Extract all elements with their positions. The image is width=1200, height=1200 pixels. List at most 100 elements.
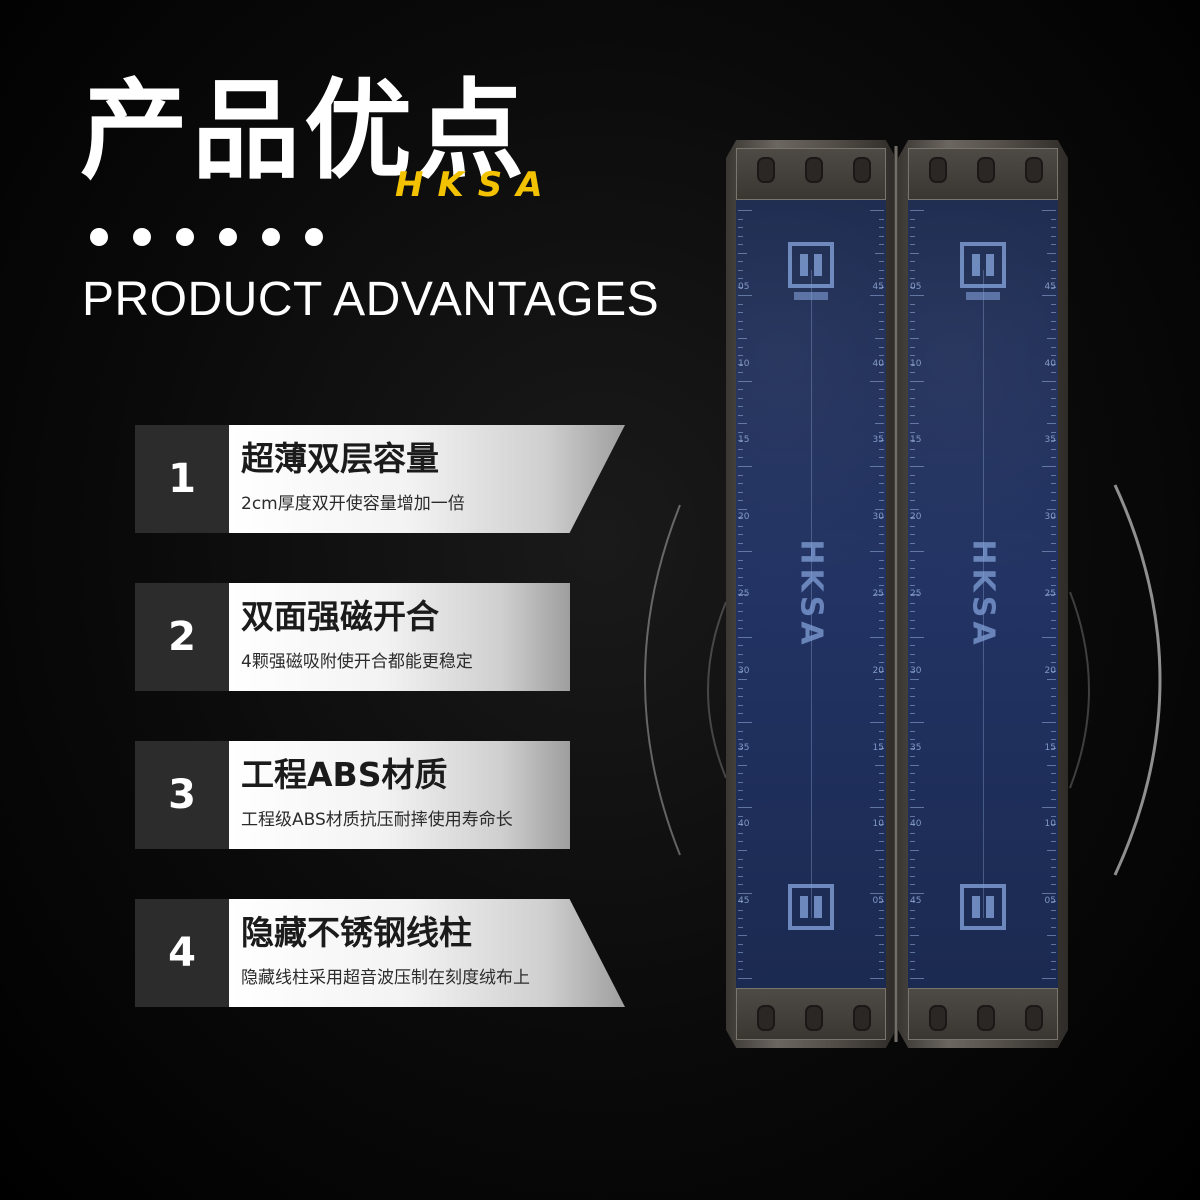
ruler-tick [1051,491,1056,493]
ruler-tick [738,269,743,271]
ruler-tick [738,542,743,544]
ruler-tick [910,576,915,578]
ruler-tick [879,517,884,519]
ruler-tick [738,474,743,476]
ruler-tick [910,969,915,971]
ruler-tick [910,466,924,467]
ruler-tick [1051,585,1056,587]
feature-title: 超薄双层容量 [241,439,439,478]
ruler-tick [738,653,743,655]
ruler-label: 20 [872,665,884,676]
ruler-tick [738,722,752,723]
ruler-tick [1051,576,1056,578]
ruler-label: 15 [910,435,922,446]
ruler-tick [875,338,884,339]
ruler-tick [1051,269,1056,271]
ruler-tick [879,448,884,450]
ruler-tick [910,679,919,681]
ruler-tick [879,414,884,416]
brand-logo-icon [786,882,836,948]
feature-number: 2 [135,583,229,691]
ruler-tick [738,363,743,365]
ruler-label: 05 [1044,896,1056,907]
ruler-tick [910,500,915,502]
ruler-tick [738,815,743,817]
ruler-tick [879,474,884,476]
ruler-tick [879,278,884,280]
ruler-tick [910,704,915,706]
ruler-tick [738,295,752,297]
ruler-tick [738,935,747,937]
ruler-tick [1051,363,1056,365]
ruler-tick [1051,730,1056,732]
ruler-tick [875,423,884,425]
ruler-tick [910,628,915,630]
ruler-tick [1051,704,1056,706]
ruler-tick [910,568,915,570]
ruler-tick [1051,346,1056,348]
ruler-tick [910,960,915,962]
ruler-tick [1051,355,1056,357]
feature-number: 3 [135,741,229,849]
feature-card-4: 4 隐藏不锈钢线柱 隐藏线柱采用超音波压制在刻度绒布上 [135,899,625,1007]
divider-dot [262,228,280,246]
panel-top-cap [908,148,1058,200]
ruler-tick [738,901,743,903]
ruler-tick [870,636,884,638]
ruler-tick [879,653,884,655]
ruler-tick [910,696,915,698]
ruler-tick [1042,210,1056,211]
ruler-tick [738,858,743,860]
ruler-label: 30 [738,665,750,676]
ruler-tick [910,739,915,741]
feature-number: 4 [135,899,229,1007]
ruler-tick [1051,815,1056,817]
ruler-tick [1051,542,1056,544]
ruler-tick [1042,295,1056,297]
ruler-tick [910,790,915,792]
ruler-tick [879,457,884,459]
ruler-label: 45 [738,896,750,907]
ruler-tick [1051,235,1056,237]
ruler-tick [910,594,919,595]
ruler-tick [910,764,919,766]
ruler-label: 20 [910,512,922,523]
ruler-tick [910,440,915,442]
ruler-tick [738,790,743,792]
ruler-label: 40 [872,358,884,369]
ruler-tick [1051,926,1056,928]
ruler-tick [738,227,743,229]
ruler-tick [738,508,747,510]
ruler-tick [738,756,743,758]
ruler-tick [738,338,747,339]
right-arc-decoration [1113,484,1162,876]
ruler-tick [738,807,752,809]
ruler-label: 15 [872,742,884,753]
brand-mark: HKSA [793,539,829,649]
ruler-tick [738,320,743,322]
ruler-tick [1051,244,1056,246]
ruler-label: 20 [1044,665,1056,676]
ruler-tick [1051,713,1056,715]
ruler-label: 35 [872,435,884,446]
ruler-tick [738,576,743,578]
ruler-tick [910,662,915,664]
divider-dot [176,228,194,246]
feature-description: 隐藏线柱采用超音波压制在刻度绒布上 [241,968,530,988]
ruler-tick [910,909,915,911]
ruler-tick [879,628,884,630]
ruler-tick [1042,722,1056,723]
ruler-tick [1047,508,1056,510]
ruler-tick [738,832,743,834]
ruler-tick [738,491,743,493]
ruler-tick [1051,261,1056,263]
ruler-tick [738,551,752,553]
ruler-tick [879,858,884,860]
ruler-tick [738,764,747,766]
ruler-tick [879,619,884,621]
brand-mark: HKSA [965,539,1001,649]
ruler-tick [1051,320,1056,322]
ruler-tick [738,679,747,681]
